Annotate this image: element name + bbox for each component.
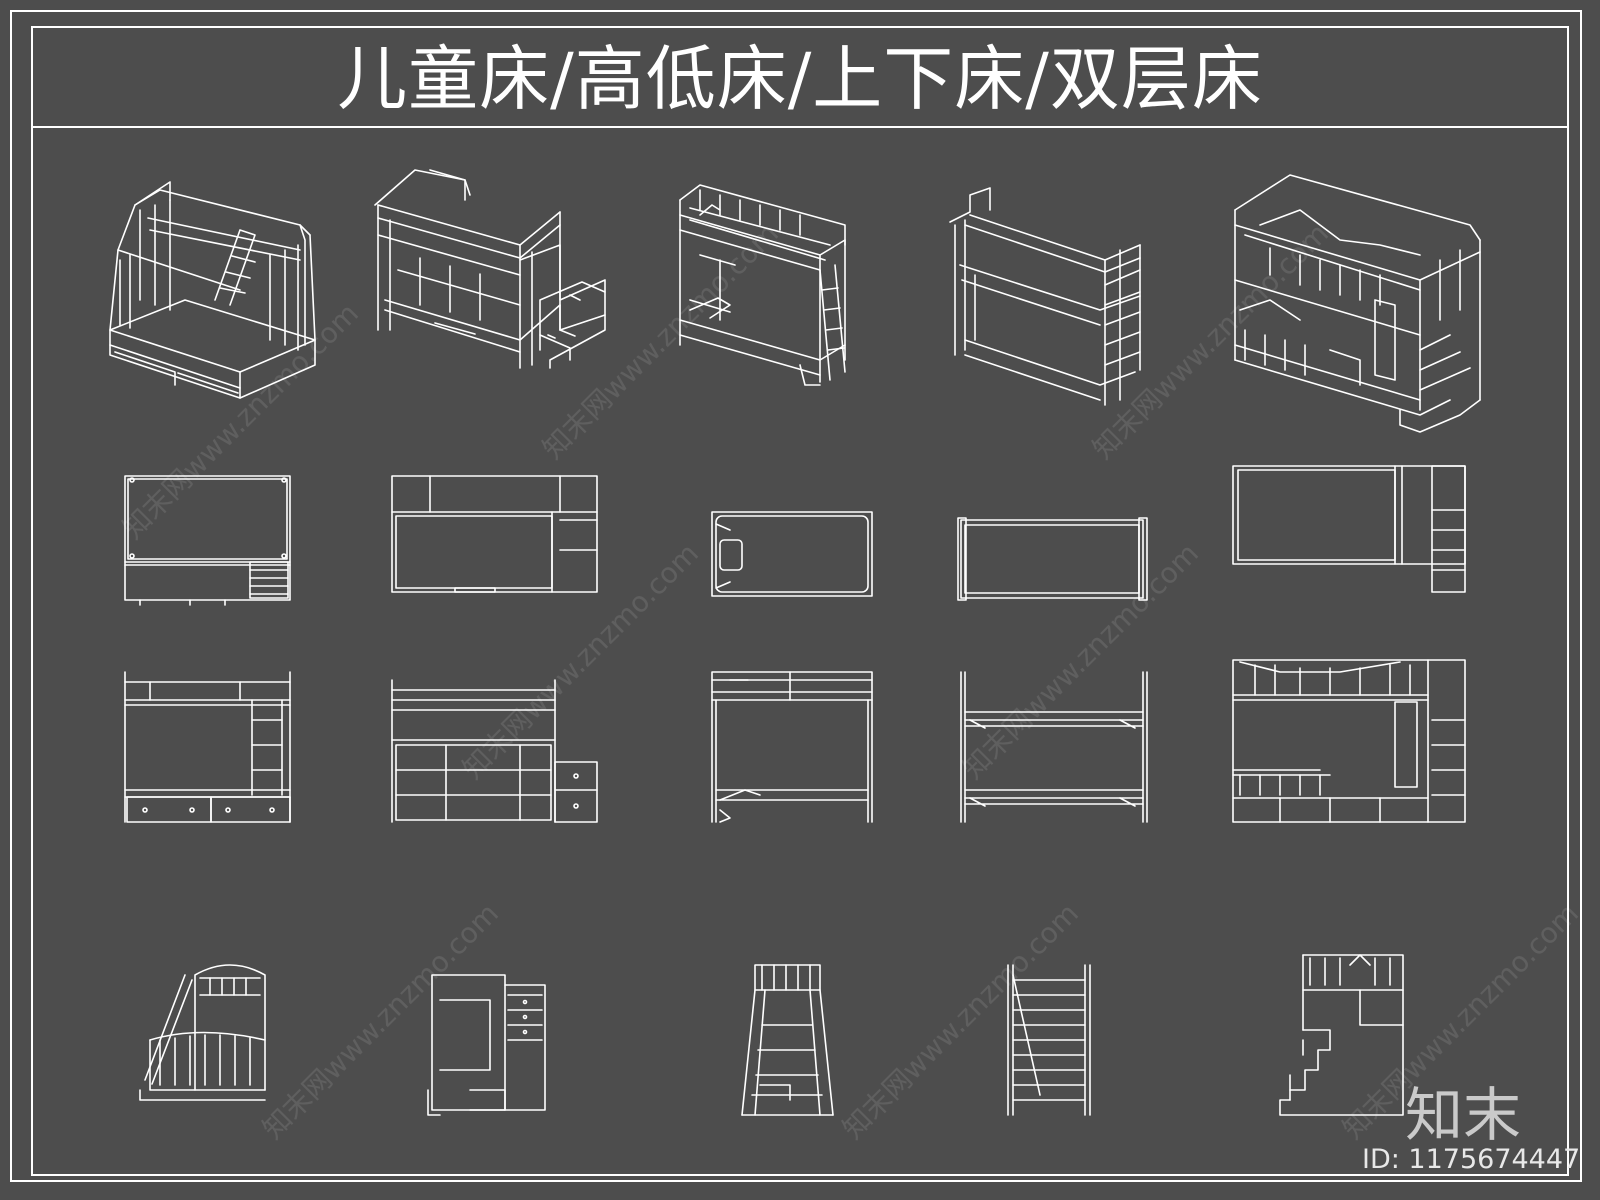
bed-5-side [1279, 954, 1404, 1116]
bed-2-plan [391, 475, 598, 593]
bed-5-front [1232, 659, 1466, 823]
bed-5-plan [1232, 465, 1466, 593]
bed-1-front [124, 671, 291, 823]
bed-2-front [391, 679, 598, 823]
bed-3-plan [711, 511, 873, 597]
bed-3-front [711, 671, 873, 823]
outer-frame [10, 10, 1582, 1182]
bed-4-plan [957, 517, 1148, 601]
bed-4-side [1007, 964, 1091, 1116]
bed-2-side [427, 974, 546, 1116]
bed-1-plan [124, 475, 291, 606]
bed-3-isometric [679, 184, 846, 386]
bed-1-isometric [109, 181, 316, 399]
bed-3-side [741, 964, 834, 1116]
inner-frame [31, 26, 1569, 1176]
page-title: 儿童床/高低床/上下床/双层床 [337, 38, 1263, 120]
bed-5-isometric [1234, 174, 1481, 433]
bed-4-isometric [949, 187, 1141, 406]
bed-2-isometric [374, 169, 606, 369]
image-id: ID: 1175674447 [1362, 1144, 1581, 1175]
title-rule [31, 126, 1569, 128]
logo: 知末 [1405, 1081, 1522, 1149]
bed-4-front [960, 671, 1148, 823]
bed-1-side [139, 964, 266, 1101]
